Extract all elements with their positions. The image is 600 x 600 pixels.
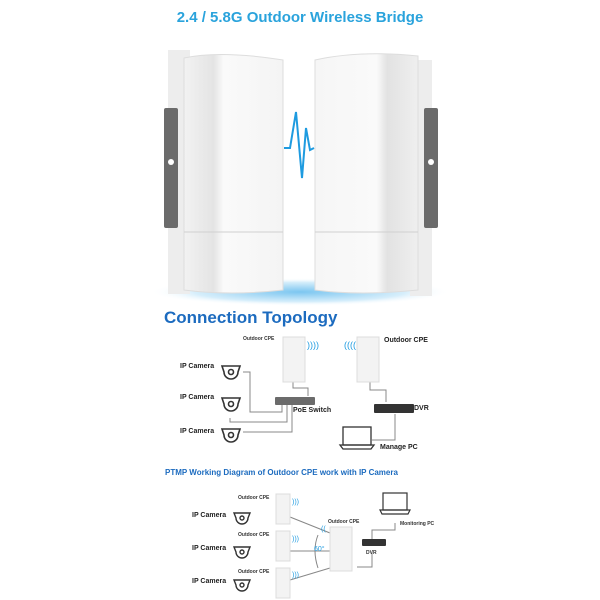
- ip-camera-icon: [232, 546, 252, 559]
- left-bridge-unit: [164, 50, 284, 294]
- poe-switch-label: PoE Switch: [293, 407, 332, 414]
- ptmp-title: PTMP Working Diagram of Outdoor CPE work…: [165, 468, 398, 477]
- wifi-icon: ((((: [344, 340, 356, 350]
- outdoor-cpe-device: [329, 526, 353, 572]
- outdoor-cpe-device: [275, 567, 291, 599]
- cpe-label: Outdoor CPE: [243, 336, 275, 342]
- dvr-label: DVR: [366, 550, 377, 556]
- dvr-device: [374, 404, 414, 413]
- wifi-icon: ))): [292, 536, 299, 543]
- cpe-label: Outdoor CPE: [238, 495, 270, 501]
- outdoor-cpe-device: [275, 530, 291, 562]
- angle-label: 60°: [314, 546, 325, 553]
- outdoor-cpe-device: [275, 493, 291, 525]
- product-title: 2.4 / 5.8G Outdoor Wireless Bridge: [176, 9, 424, 26]
- outdoor-cpe-device: [356, 336, 380, 383]
- cpe-label: Outdoor CPE: [238, 569, 270, 575]
- ip-camera-icon: [220, 428, 242, 443]
- wifi-icon: ))): [292, 499, 299, 506]
- camera-label: IP Camera: [192, 578, 227, 585]
- ip-camera-icon: [232, 579, 252, 592]
- poe-switch-device: [275, 397, 315, 405]
- center-cpe-label: Outdoor CPE: [328, 519, 360, 525]
- cpe-label: Outdoor CPE: [384, 337, 428, 344]
- pc-label: Manage PC: [380, 444, 418, 451]
- wifi-icon: ))): [292, 572, 299, 579]
- ip-camera-icon: [232, 512, 252, 525]
- camera-label: IP Camera: [180, 394, 215, 401]
- dvr-label: DVR: [414, 405, 429, 412]
- wifi-icon: )))): [307, 340, 319, 350]
- ip-camera-icon: [220, 365, 242, 380]
- outdoor-cpe-device: [282, 336, 306, 383]
- wifi-icon: ((: [321, 526, 326, 533]
- topology-title: Connection Topology: [164, 308, 338, 327]
- right-bridge-unit: [314, 53, 438, 296]
- camera-label: IP Camera: [180, 363, 215, 370]
- signal-wave-icon: [284, 111, 315, 179]
- pc-label: Monitoring PC: [400, 521, 435, 527]
- ip-camera-icon: [220, 397, 242, 412]
- laptop-icon: [338, 426, 376, 450]
- dvr-device: [362, 539, 386, 546]
- cpe-label: Outdoor CPE: [238, 532, 270, 538]
- laptop-icon: [379, 492, 411, 515]
- camera-label: IP Camera: [192, 512, 227, 519]
- camera-label: IP Camera: [192, 545, 227, 552]
- camera-label: IP Camera: [180, 428, 215, 435]
